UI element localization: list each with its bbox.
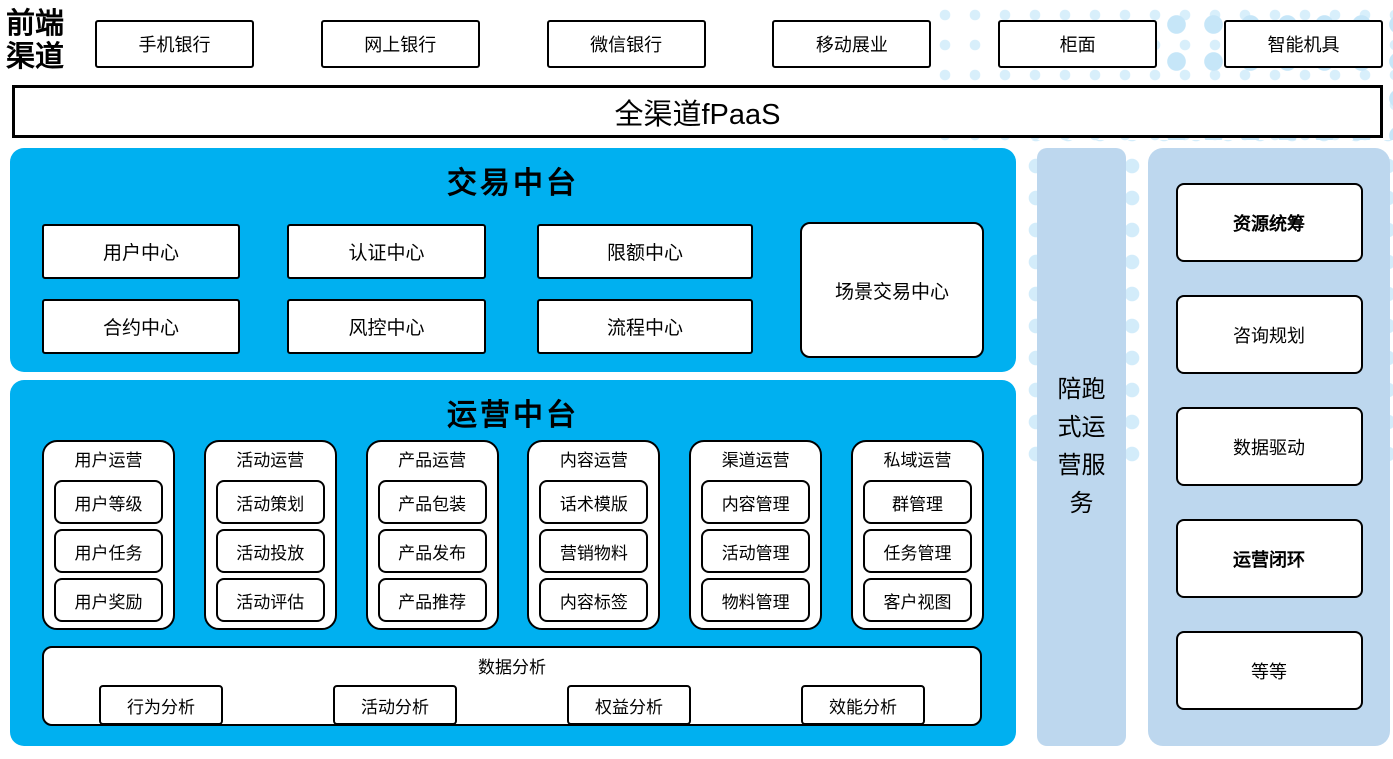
contract-center: 合约中心 (42, 299, 240, 354)
group-private-domain-ops: 私域运营 群管理 任务管理 客户视图 (850, 440, 984, 630)
risk-control-center: 风控中心 (287, 299, 486, 354)
campaign-planning: 活动策划 (215, 480, 325, 524)
product-packaging: 产品包装 (377, 480, 487, 524)
campaign-management: 活动管理 (701, 529, 811, 573)
content-tag: 内容标签 (539, 578, 649, 622)
group-campaign-ops: 活动运营 活动策划 活动投放 活动评估 (203, 440, 337, 630)
data-analysis-title: 数据分析 (478, 658, 546, 677)
group-content-ops: 内容运营 话术模版 营销物料 内容标签 (527, 440, 661, 630)
group-title: 用户运营 (74, 451, 143, 470)
channel-online-banking: 网上银行 (320, 20, 480, 68)
user-task: 用户任务 (54, 529, 163, 573)
data-driven: 数据驱动 (1175, 407, 1363, 486)
group-title: 产品运营 (398, 451, 467, 470)
scene-trade-center: 场景交易中心 (800, 222, 984, 358)
ops-groups-row: 用户运营 用户等级 用户任务 用户奖励 活动运营 活动策划 活动投放 活动评估 … (42, 440, 984, 630)
user-center: 用户中心 (42, 224, 240, 279)
behavior-analysis: 行为分析 (99, 685, 223, 725)
group-user-ops: 用户运营 用户等级 用户任务 用户奖励 (42, 440, 175, 630)
product-recommendation: 产品推荐 (377, 578, 487, 622)
campaign-delivery: 活动投放 (215, 529, 325, 573)
frontend-channels-label: 前端渠道 (6, 8, 65, 73)
product-release: 产品发布 (377, 529, 487, 573)
script-template: 话术模版 (539, 480, 649, 524)
auth-center: 认证中心 (287, 224, 486, 279)
content-management: 内容管理 (701, 480, 811, 524)
group-channel-ops: 渠道运营 内容管理 活动管理 物料管理 (689, 440, 823, 630)
ops-platform-panel: 运营中台 用户运营 用户等级 用户任务 用户奖励 活动运营 活动策划 活动投放 … (10, 380, 1016, 746)
channel-smart-devices: 智能机具 (1223, 20, 1383, 68)
channel-mobile-outreach: 移动展业 (772, 20, 932, 68)
group-title: 渠道运营 (721, 451, 790, 470)
ops-closed-loop: 运营闭环 (1175, 519, 1363, 598)
data-analysis-row: 行为分析 活动分析 权益分析 效能分析 (44, 685, 980, 725)
task-management: 任务管理 (862, 529, 972, 573)
efficiency-analysis: 效能分析 (801, 685, 925, 725)
resource-coordination: 资源统筹 (1175, 183, 1363, 262)
user-level: 用户等级 (54, 480, 163, 524)
quota-center: 限额中心 (537, 224, 753, 279)
group-management: 群管理 (862, 480, 972, 524)
group-product-ops: 产品运营 产品包装 产品发布 产品推荐 (365, 440, 499, 630)
channel-mobile-banking: 手机银行 (95, 20, 254, 68)
etc-box: 等等 (1175, 631, 1363, 710)
consulting-planning: 咨询规划 (1175, 295, 1363, 374)
data-analysis-strip: 数据分析 行为分析 活动分析 权益分析 效能分析 (42, 646, 982, 726)
service-band: 陪跑式运营服务 (1037, 148, 1126, 746)
group-title: 活动运营 (236, 451, 305, 470)
ops-platform-title: 运营中台 (447, 399, 579, 432)
marketing-material: 营销物料 (539, 529, 649, 573)
process-center: 流程中心 (537, 299, 753, 354)
channel-counter: 柜面 (998, 20, 1158, 68)
group-title: 内容运营 (559, 451, 628, 470)
trade-platform-panel: 交易中台 用户中心 认证中心 限额中心 合约中心 风控中心 流程中心 场景交易中… (10, 148, 1016, 372)
channel-wechat-banking: 微信银行 (546, 20, 706, 68)
fpaas-bar: 全渠道fPaaS (12, 85, 1383, 138)
service-panel: 资源统筹 咨询规划 数据驱动 运营闭环 等等 (1148, 148, 1390, 746)
material-management: 物料管理 (701, 578, 811, 622)
frontend-channels-row: 手机银行 网上银行 微信银行 移动展业 柜面 智能机具 (95, 20, 1383, 68)
trade-platform-title: 交易中台 (447, 167, 579, 200)
user-reward: 用户奖励 (54, 578, 163, 622)
group-title: 私域运营 (883, 451, 952, 470)
campaign-evaluation: 活动评估 (215, 578, 325, 622)
benefit-analysis: 权益分析 (567, 685, 691, 725)
service-band-label: 陪跑式运营服务 (1057, 376, 1106, 517)
customer-view: 客户视图 (862, 578, 972, 622)
campaign-analysis: 活动分析 (333, 685, 457, 725)
